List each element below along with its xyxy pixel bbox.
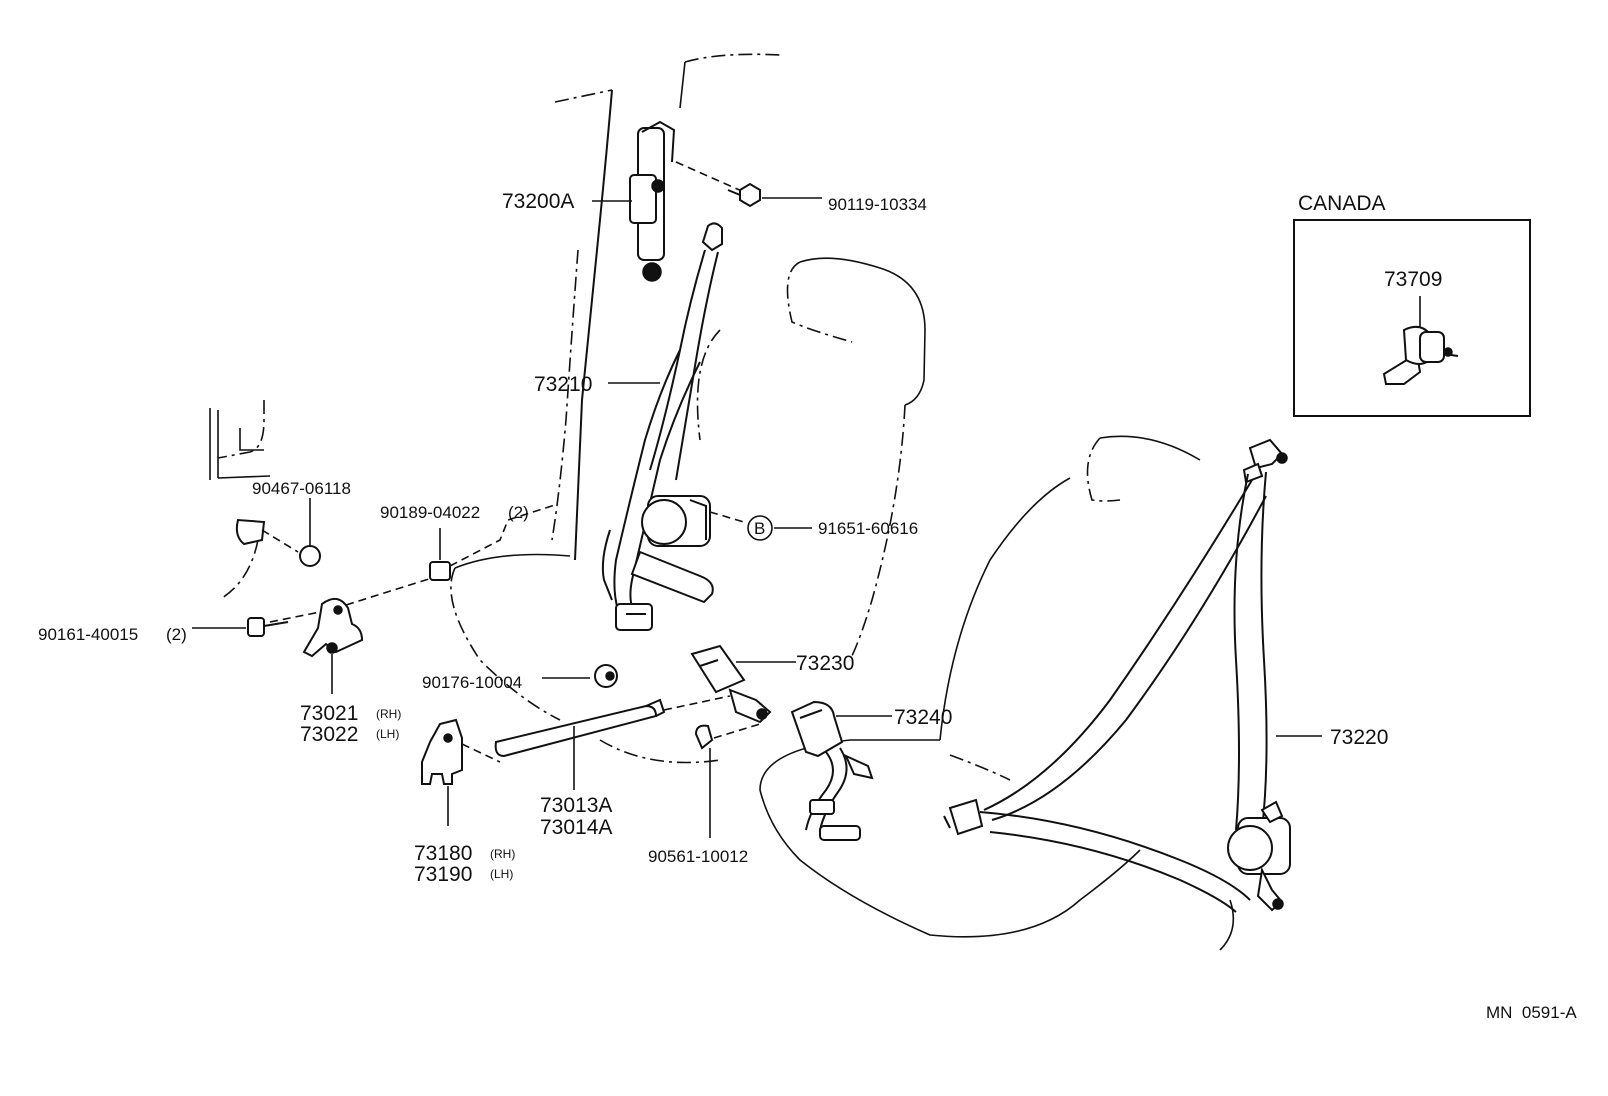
label-73200A: 73200A bbox=[502, 190, 574, 213]
label-73709: 73709 bbox=[1384, 268, 1442, 291]
canada-inset-box bbox=[1293, 219, 1531, 417]
dash-b bbox=[709, 511, 745, 523]
label-73230: 73230 bbox=[796, 652, 854, 675]
label-90189-04022: 90189-04022 bbox=[380, 503, 480, 522]
label-73190: 73190 bbox=[414, 863, 472, 886]
nut-90176-10004 bbox=[594, 664, 618, 688]
label-73240: 73240 bbox=[894, 706, 952, 729]
part-73709 bbox=[1382, 325, 1459, 385]
label-91651-60616: 91651-60616 bbox=[818, 519, 918, 538]
label-90467-06118: 90467-06118 bbox=[252, 479, 351, 498]
label-73180: 73180 bbox=[414, 842, 472, 865]
bolt-90561-10012 bbox=[694, 723, 761, 750]
bolt-90161-40015 bbox=[247, 617, 289, 637]
seat-belt-73210 bbox=[601, 222, 723, 631]
label-b: B bbox=[754, 519, 765, 538]
rail-73013A bbox=[494, 698, 666, 758]
label-73022: 73022 bbox=[300, 723, 358, 746]
label-73021: 73021 bbox=[300, 702, 358, 725]
buckle-73230 bbox=[690, 644, 772, 724]
b-circle bbox=[747, 515, 773, 541]
label-rh-2: (RH) bbox=[490, 847, 515, 861]
seat-belt-73220 bbox=[943, 438, 1291, 913]
label-90161-40015: 90161-40015 bbox=[38, 625, 138, 644]
label-lh-1: (LH) bbox=[376, 727, 399, 741]
label-canada: CANADA bbox=[1298, 192, 1386, 215]
label-rh-1: (RH) bbox=[376, 707, 401, 721]
label-73220: 73220 bbox=[1330, 726, 1388, 749]
label-73013A: 73013A bbox=[540, 794, 612, 817]
nut-90189-04022 bbox=[429, 503, 559, 581]
label-90119-10334: 90119-10334 bbox=[828, 195, 927, 214]
dash-90161 bbox=[269, 577, 433, 623]
label-73210: 73210 bbox=[534, 373, 592, 396]
text-labels: 73200A 90119-10334 CANADA 73709 73210 90… bbox=[38, 190, 1577, 1022]
buckle-73240 bbox=[790, 700, 874, 841]
seat-outline-right bbox=[759, 435, 1235, 951]
label-lh-2: (LH) bbox=[490, 867, 513, 881]
dash-rail bbox=[663, 695, 731, 711]
plug-90467-06118 bbox=[235, 518, 321, 567]
label-90561-10012: 90561-10012 bbox=[648, 847, 748, 866]
figure-code: MN 0591-A bbox=[1486, 1003, 1577, 1022]
label-90189-qty: (2) bbox=[508, 503, 529, 522]
label-90176-10004: 90176-10004 bbox=[422, 673, 522, 692]
label-90161-qty: (2) bbox=[166, 625, 187, 644]
dash-90119 bbox=[675, 161, 745, 193]
label-73014A: 73014A bbox=[540, 816, 612, 839]
seat-outline-left bbox=[450, 257, 926, 764]
anchor-73021 bbox=[302, 597, 364, 658]
bolt-90119-10334 bbox=[727, 182, 761, 208]
body-pillar-outline bbox=[209, 53, 781, 599]
bracket-73180 bbox=[421, 718, 501, 785]
height-adjuster-73200A bbox=[629, 120, 676, 282]
